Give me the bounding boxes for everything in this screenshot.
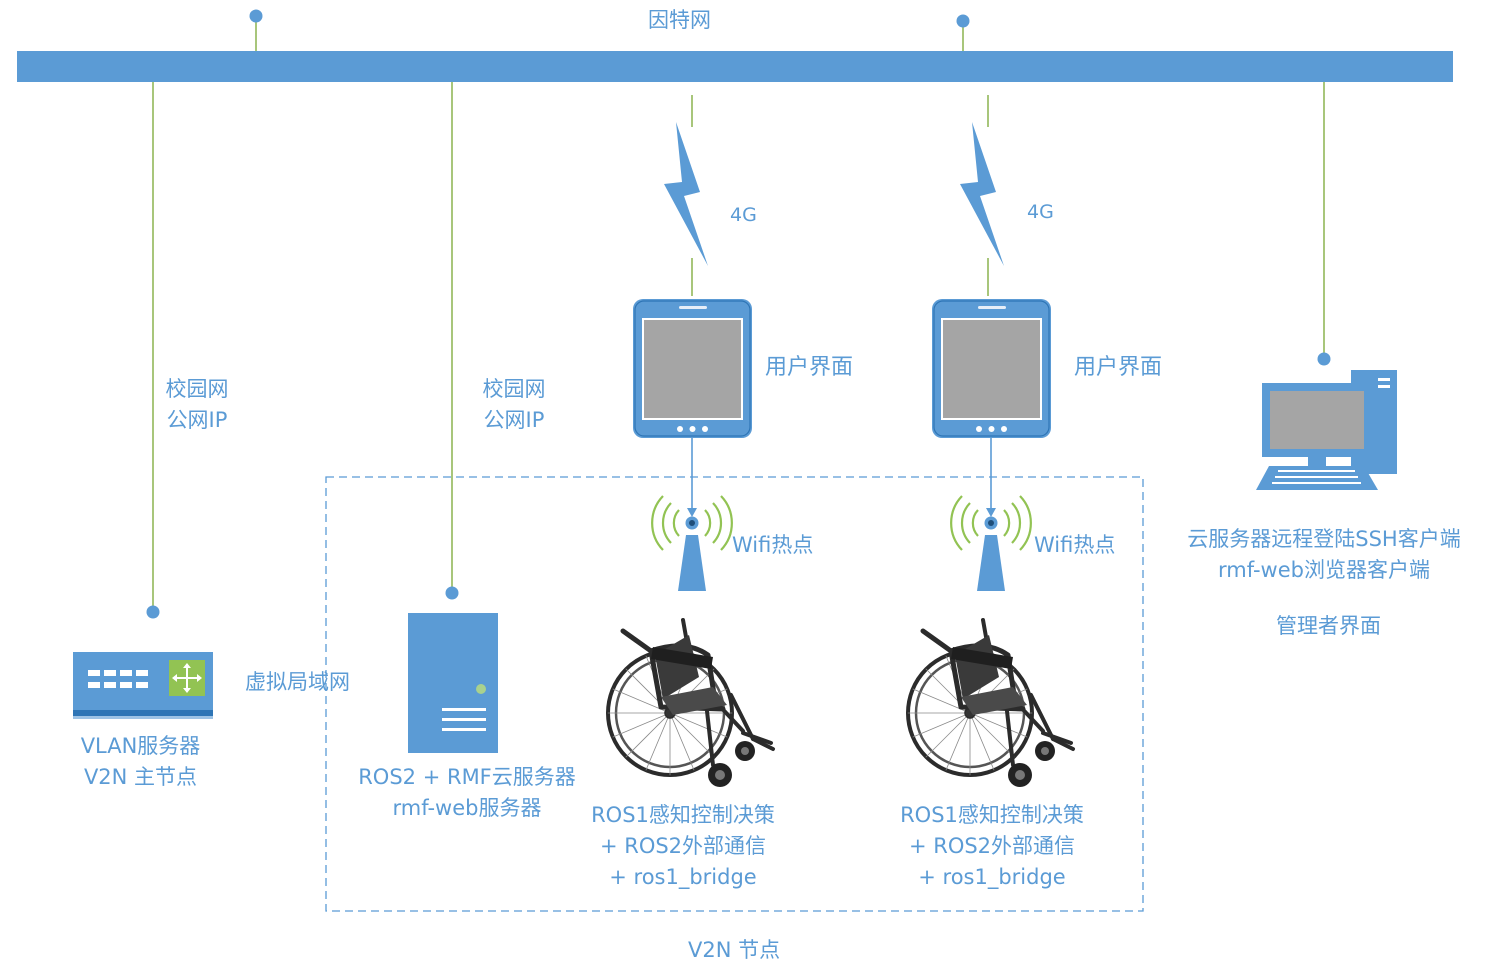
bus-taps xyxy=(255,16,964,51)
admin-ui-label: 管理者界面 xyxy=(1276,614,1381,638)
campus-link-label: 校园网 公网IP xyxy=(152,379,242,431)
bus-tap-node xyxy=(249,9,263,23)
wifi-antenna-icon xyxy=(950,495,1032,591)
link-node xyxy=(445,586,459,600)
arrow-down-icon xyxy=(986,508,996,517)
admin-web-client: rmf-web浏览器客户端 xyxy=(1218,558,1430,582)
wheelchair-ros2-line: + ROS2外部通信 xyxy=(908,834,1076,858)
tablet-icon xyxy=(633,299,752,438)
server-tower-icon xyxy=(408,613,498,753)
wifi-antenna-icon xyxy=(651,495,733,591)
cloud-server-line1: ROS2 + RMF云服务器 xyxy=(358,765,576,789)
campus-link-label: 校园网 公网IP xyxy=(469,379,559,431)
cellular-4g-label: 4G xyxy=(730,204,757,226)
router-icon xyxy=(73,652,213,719)
wheelchair-bridge-line: + ros1_bridge xyxy=(918,865,1066,889)
link-node xyxy=(146,605,160,619)
v2n-node-boundary xyxy=(325,476,1144,912)
vlan-label: 虚拟局域网 xyxy=(245,670,350,694)
internet-bus xyxy=(17,51,1453,82)
cloud-server-line2: rmf-web服务器 xyxy=(392,796,542,820)
wheelchair-ros1-line: ROS1感知控制决策 xyxy=(900,803,1084,827)
wifi-hotspot-label: Wifi热点 xyxy=(732,533,814,557)
wheelchair-icon xyxy=(606,618,775,787)
campus-link-line1: 校园网 xyxy=(165,377,229,401)
v2n-node-label: V2N 节点 xyxy=(688,938,781,962)
user-ui-label: 用户界面 xyxy=(765,355,854,380)
lightning-icon xyxy=(664,122,708,266)
lightning-icon xyxy=(960,122,1004,266)
cellular-4g-label: 4G xyxy=(1027,201,1054,223)
admin-client-label: 云服务器远程登陆SSH客户端 rmf-web浏览器客户端 xyxy=(1164,529,1484,581)
wheelchair-stack-label: ROS1感知控制决策 + ROS2外部通信 + ros1_bridge xyxy=(876,805,1108,888)
wheelchair-ros2-line: + ROS2外部通信 xyxy=(599,834,767,858)
tablet-icon xyxy=(932,299,1051,438)
network-links xyxy=(152,82,1325,612)
campus-link-line2: 公网IP xyxy=(166,408,228,432)
wheelchair-ros1-line: ROS1感知控制决策 xyxy=(591,803,775,827)
cloud-server-label: ROS2 + RMF云服务器 rmf-web服务器 xyxy=(338,767,596,819)
wheelchair-icon xyxy=(906,618,1075,787)
desktop-computer-icon xyxy=(1256,370,1397,490)
user-ui-label: 用户界面 xyxy=(1074,355,1163,380)
vlan-server-label: VLAN服务器 V2N 主节点 xyxy=(58,736,223,788)
campus-link-line1: 校园网 xyxy=(482,377,546,401)
admin-ssh-client: 云服务器远程登陆SSH客户端 xyxy=(1187,527,1461,551)
vlan-server-line2: V2N 主节点 xyxy=(83,765,198,789)
wifi-hotspot-label: Wifi热点 xyxy=(1034,533,1116,557)
campus-link-line2: 公网IP xyxy=(483,408,545,432)
arrow-down-icon xyxy=(687,508,697,517)
wheelchair-bridge-line: + ros1_bridge xyxy=(609,865,757,889)
bus-tap-node xyxy=(956,14,970,28)
wheelchair-stack-label: ROS1感知控制决策 + ROS2外部通信 + ros1_bridge xyxy=(567,805,799,888)
internet-label: 因特网 xyxy=(648,8,711,32)
tablet-wifi-links xyxy=(691,438,992,511)
vlan-server-line1: VLAN服务器 xyxy=(80,734,201,758)
link-node xyxy=(1317,352,1331,366)
